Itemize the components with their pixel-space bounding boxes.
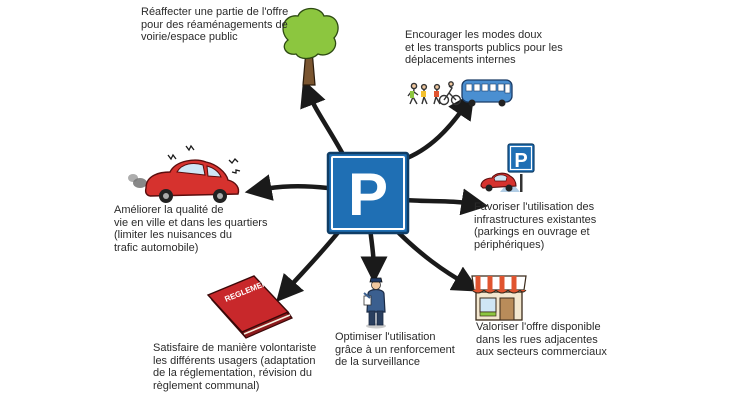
arrow-to-book [276,227,343,303]
node-optimiser: Optimiser l'utilisation grâce à un renfo… [335,331,455,368]
tree-icon [282,7,339,86]
center-symbol: P [348,161,388,228]
shop-icon [471,275,527,321]
pedestrian-bus-icon [407,79,513,107]
node-favoriser: Favoriser l'utilisation des infrastructu… [474,201,597,251]
center-parking-sign: P [326,151,410,235]
node-satisfaire: Satisfaire de manière volontariste les d… [153,342,317,392]
arrow-to-officer [360,225,388,284]
node-ameliorer: Améliorer la qualité de vie en ville et … [114,204,268,254]
arrow-to-tree [300,79,348,161]
parking-sign-icon: P [478,143,535,192]
node-encourager: Encourager les modes doux et les transpo… [405,29,563,66]
arrow-to-car [244,174,331,201]
svg-text:P: P [514,150,527,172]
arrow-to-transport [399,91,475,163]
rulebook-icon: REGLEMENT [206,275,294,339]
officer-icon [363,277,386,329]
arrow-to-shop [389,223,480,292]
arrow-to-parking [403,188,489,216]
node-valoriser: Valoriser l'offre disponible dans les ru… [476,321,607,358]
node-reaffecter: Réaffecter une partie de l'offre pour de… [141,6,289,43]
car-icon [128,144,241,203]
